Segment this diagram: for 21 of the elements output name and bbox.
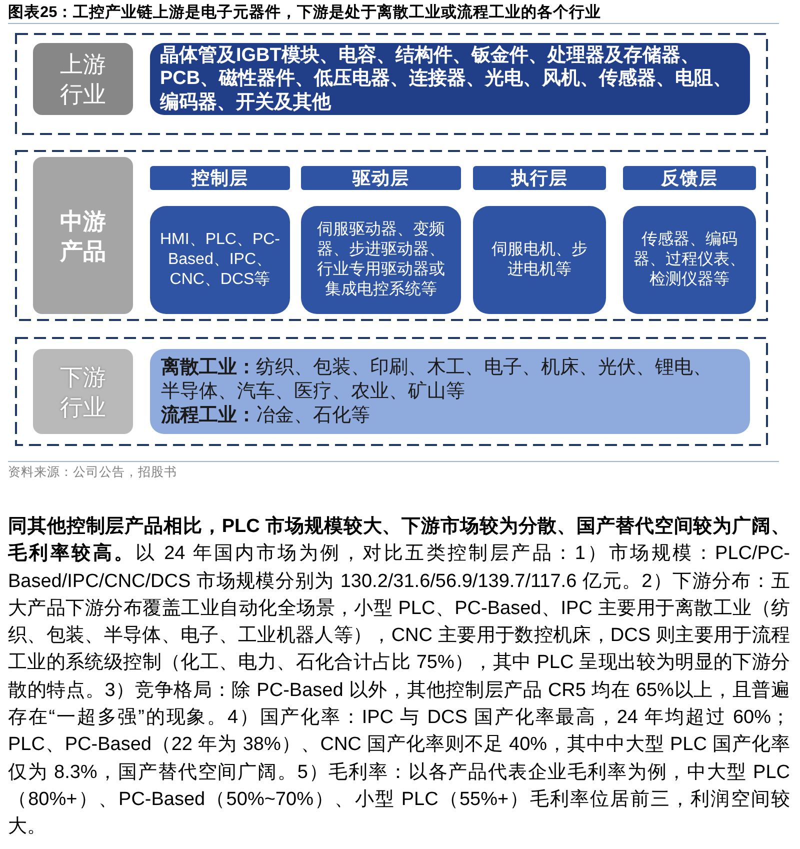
item-text: 离散工业：纺织、包装、印刷、木工、电子、机床、光伏、锂电、半导体、汽车、医疗、农业、矿山等 — [161, 356, 713, 404]
item-box: 伺服驱动器、变频器、步进驱动器、行业专用驱动器或集成电控系统等 — [301, 206, 461, 314]
stage-box: 中游产品 — [33, 157, 133, 314]
stage-box: 下游行业 — [33, 349, 133, 434]
dashed-frame — [15, 150, 768, 321]
stage-box: 上游行业 — [33, 43, 133, 115]
header-box: 执行层 — [473, 166, 606, 190]
body-paragraph: 同其他控制层产品相比，PLC 市场规模较大、下游市场较为分散、国产替代空间较为广阔、毛利率较高。以 24 年国内市场为例，对比五类控制层产品：1）市场规模：PLC/PC-Based/IPC/CNC/DCS 市场规模分别为 130.2/31.6/56.9/139.7/117.6 亿元。2）下游分布：五大产品下游分布覆盖工业自动化全场景，小型 PLC、PC-Based、IPC 主要用于离散工业（纺织、包装、半导体、电子、工业机器人等），CNC 主要用于数控机床，DCS 则主要用于流程工业的系统级控制（化工、电力、石化合计占比 75%），其中 PLC 呈现出较为明显的下游分散的特点。3）竞争格局：除 PC-Based 以外，其他控制层产品 CR5 均在 65%以上，且普遍存在“一超多强”的现象。4）国产化率：IPC 与 DCS 国产化率最高，24 年均超过 60%；PLC、PC-Based（22 年为 38%）、CNC 国产化率则不足 40%，其中中大型 PLC 国产化率仅为 8.3%，国产替代空间广阔。5）毛利率：以各产品代表企业毛利率为例，中大型 PLC（80%+）、PC-Based（50%~70%）、小型 PLC（55%+）毛利率位居前三，利润空间较大。 — [8, 514, 790, 840]
item-text: 流程工业：冶金、石化等 — [161, 404, 370, 428]
item-box — [150, 349, 750, 434]
item-box: HMI、PLC、PC-Based、IPC、CNC、DCS等 — [150, 206, 290, 314]
source-note: 资料来源：公司公告，招股书 — [8, 464, 178, 480]
dashed-frame — [15, 33, 768, 135]
dashed-frame — [15, 337, 768, 446]
header-box: 驱动层 — [301, 166, 461, 190]
item-box: 晶体管及IGBT模块、电容、结构件、钣金件、处理器及存储器、PCB、磁性器件、低压电器、连接器、光电、风机、传感器、电阻、编码器、开关及其他 — [150, 43, 750, 115]
figure-title: 图表25：工控产业链上游是电子元器件，下游是处于离散工业或流程工业的各个行业 — [8, 4, 602, 22]
item-box: 伺服电机、步进电机等 — [473, 206, 606, 314]
item-box: 传感器、编码器、过程仪表、检测仪器等 — [623, 206, 756, 314]
header-box: 控制层 — [150, 166, 290, 190]
header-box: 反馈层 — [623, 166, 756, 190]
